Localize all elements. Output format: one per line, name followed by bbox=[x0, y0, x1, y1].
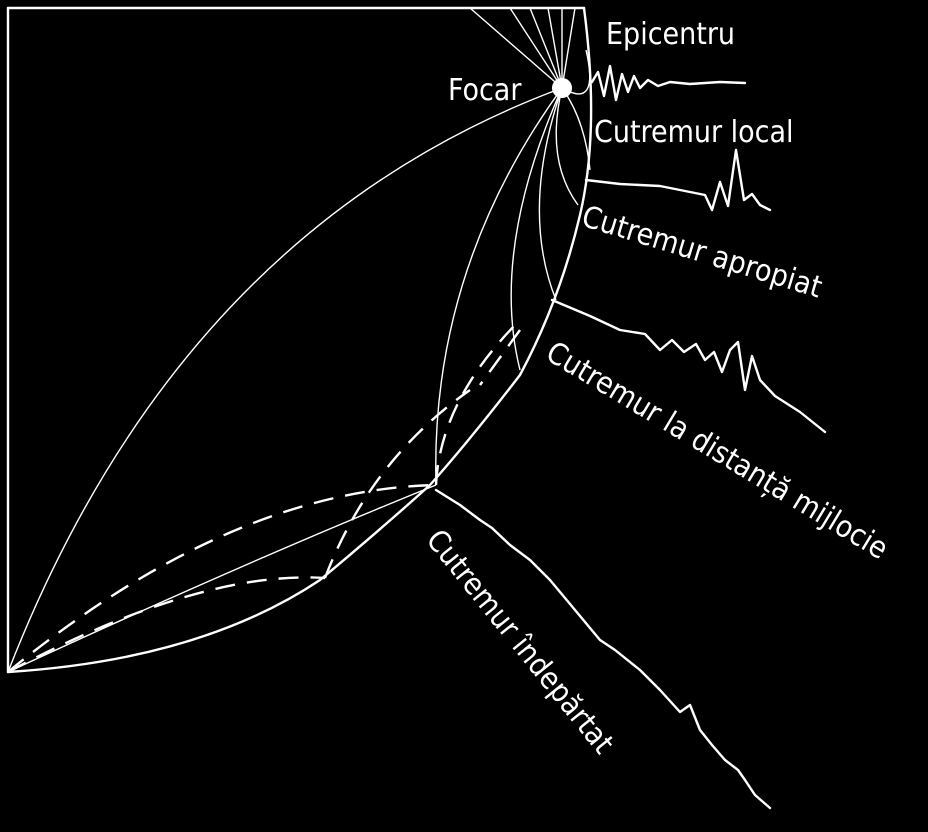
focus-point bbox=[552, 78, 572, 98]
ray-to-near bbox=[555, 87, 579, 206]
ray-to-middle-1 bbox=[538, 87, 563, 301]
earth-surface-arc bbox=[6, 6, 593, 674]
dashed-path-1 bbox=[7, 576, 326, 674]
dashed-path-2 bbox=[323, 389, 471, 579]
dashed-path-3 bbox=[7, 483, 437, 673]
label-near: Cutremur apropiat bbox=[578, 199, 826, 305]
seismogram-far bbox=[434, 488, 772, 810]
label-local: Cutremur local bbox=[594, 115, 794, 150]
ray-to-far bbox=[435, 87, 563, 486]
label-middle: Cutremur la distanță mijlocie bbox=[540, 335, 894, 567]
label-focus: Focar bbox=[448, 73, 522, 108]
seismogram-epicenter bbox=[590, 64, 747, 102]
label-epicenter: Epicentru bbox=[606, 17, 735, 52]
seismogram-middle bbox=[550, 298, 827, 434]
seismogram-local bbox=[584, 148, 772, 212]
dashed-path-4 bbox=[434, 319, 521, 486]
ray-far-return bbox=[7, 484, 437, 673]
label-far: Cutremur îndepărtat bbox=[419, 523, 621, 761]
ray-to-antipode bbox=[7, 87, 563, 673]
dashed-arrow bbox=[479, 329, 521, 386]
ray-to-middle-2 bbox=[510, 87, 563, 371]
